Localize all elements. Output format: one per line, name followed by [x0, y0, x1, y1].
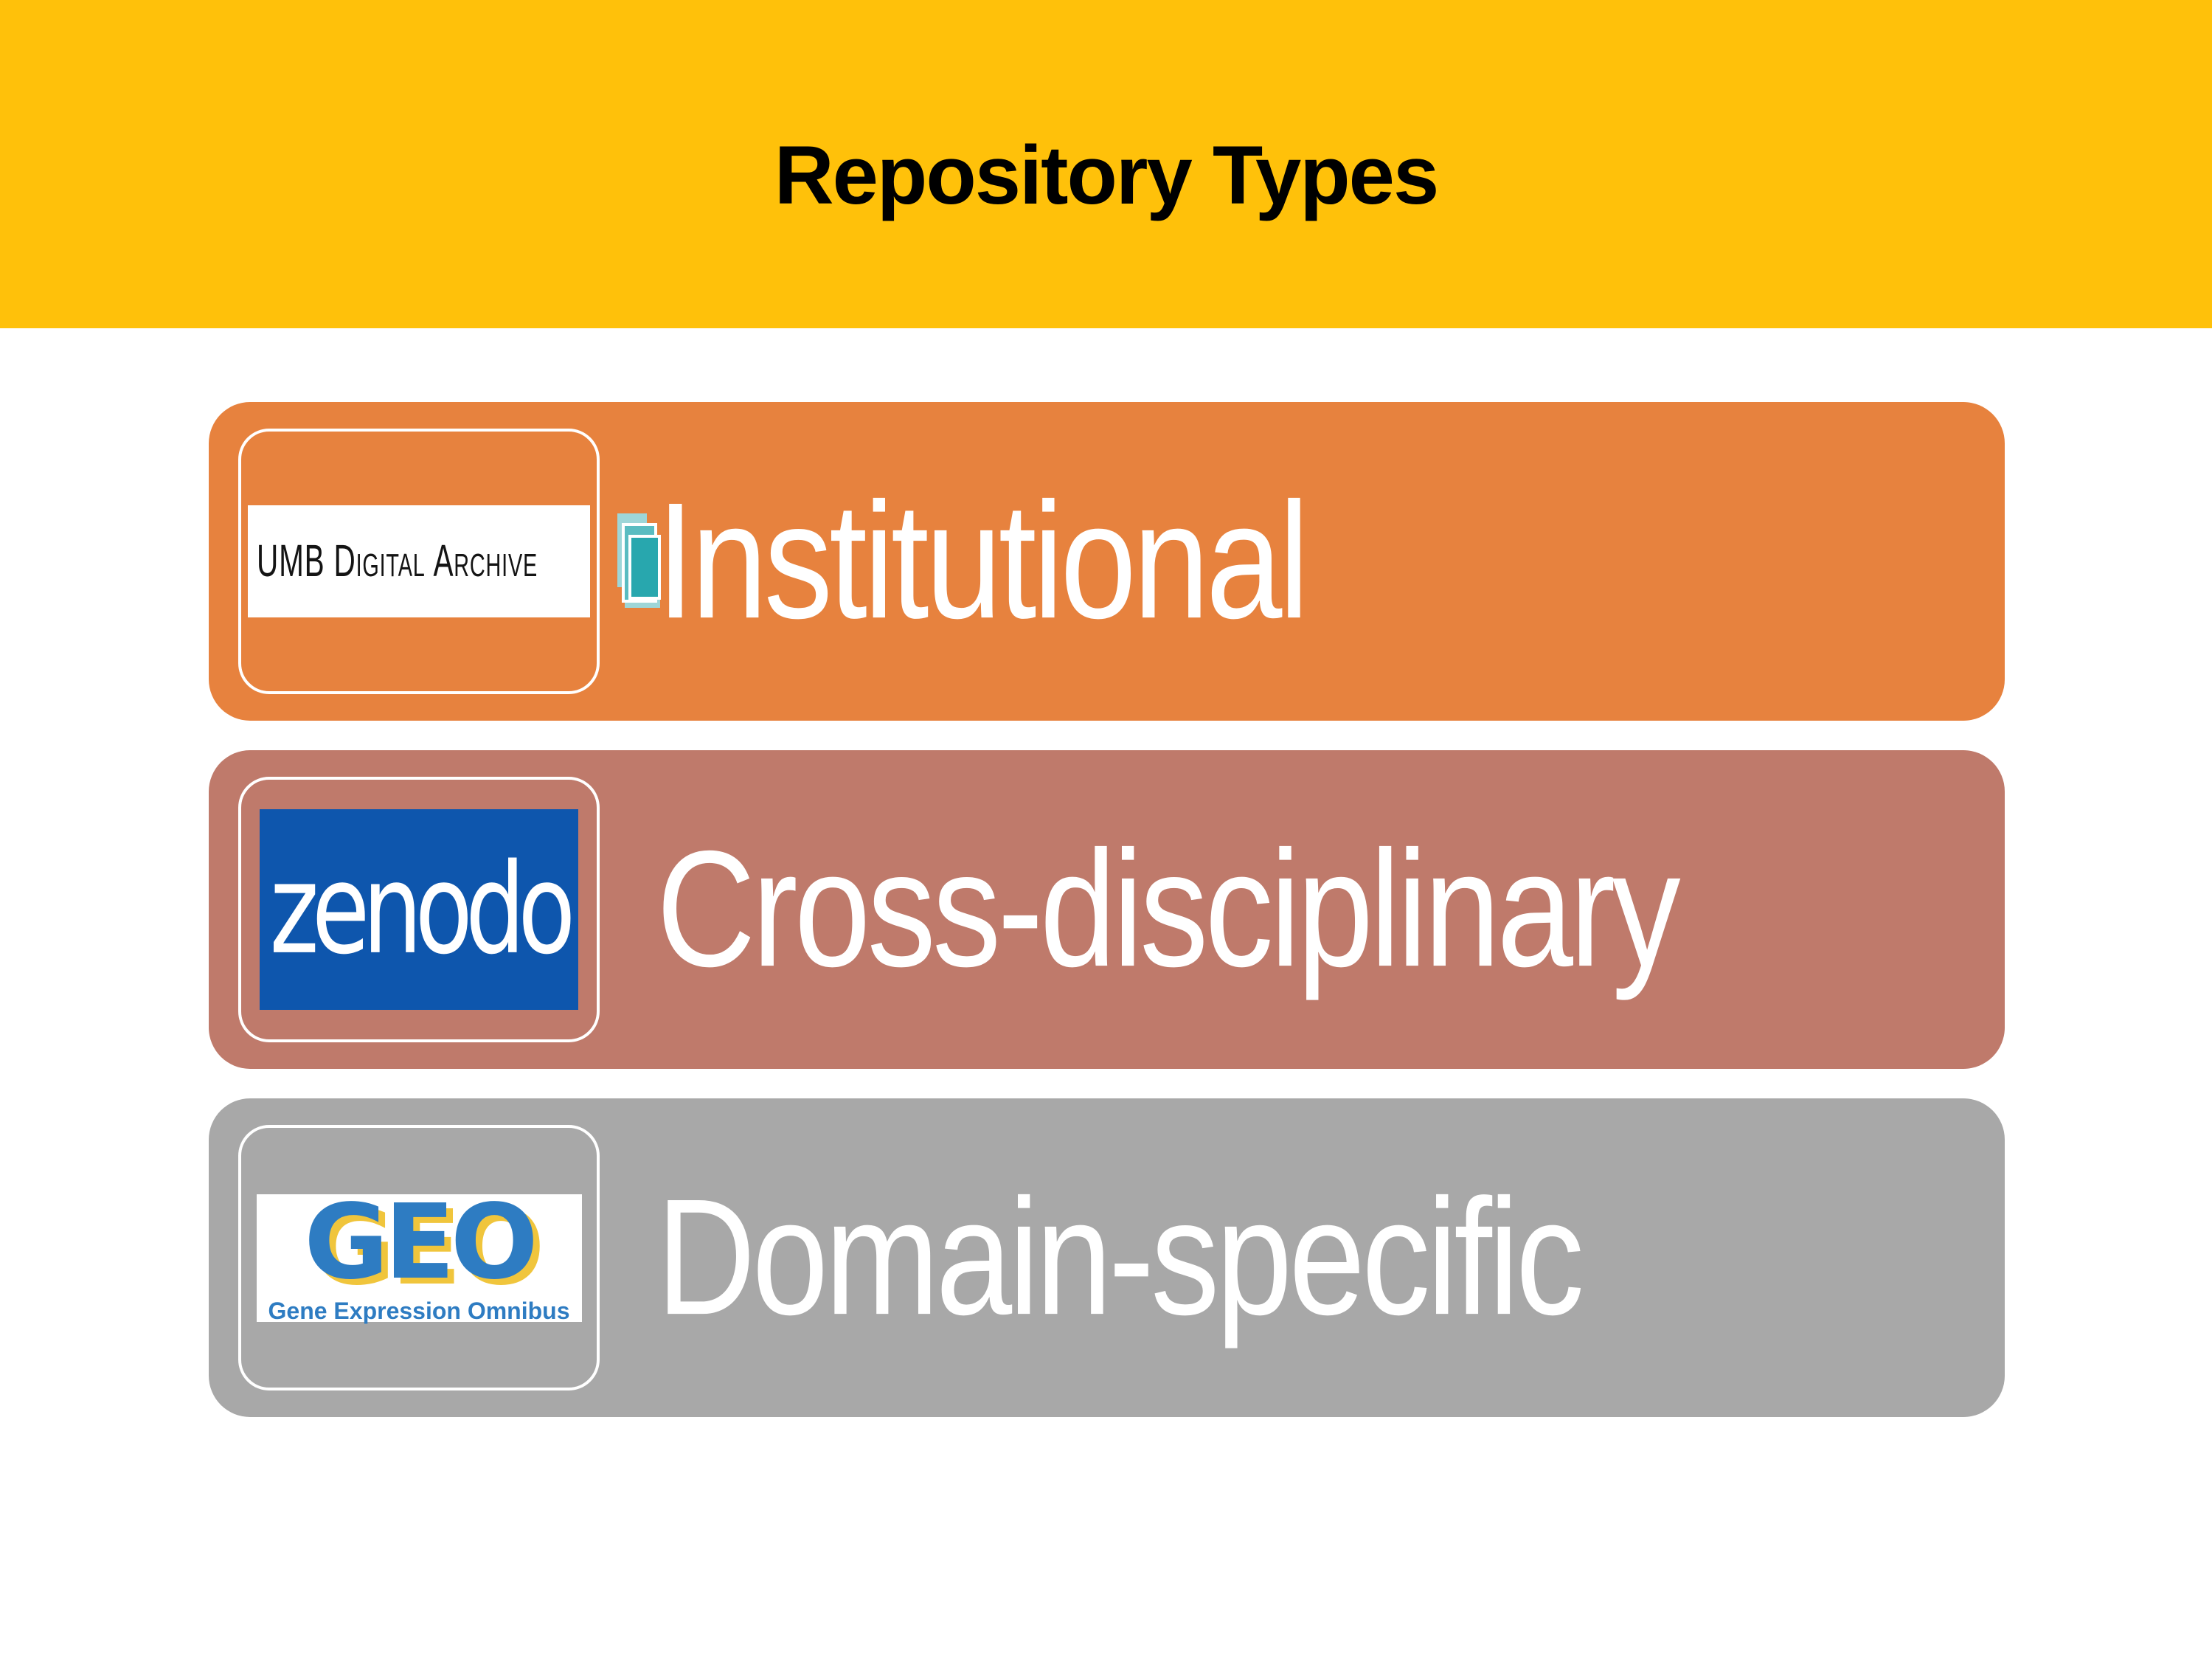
- umb-text-part1: UMB D: [257, 536, 356, 587]
- geo-acronym: GEO: [304, 1182, 538, 1303]
- umb-text-part4: RCHIVE: [454, 547, 538, 583]
- stacked-doc-front: [628, 535, 661, 600]
- logo-frame-cross-disciplinary: zenodo: [238, 777, 600, 1042]
- zenodo-wordmark: zenodo: [269, 837, 576, 983]
- geo-logo: GEO Gene Expression Omnibus: [256, 1182, 582, 1324]
- zenodo-logo: zenodo: [260, 809, 578, 1010]
- bar-label-cross-disciplinary: Cross-disciplinary: [656, 817, 1681, 1002]
- repo-bar-cross-disciplinary: zenodo Cross-disciplinary: [209, 750, 2005, 1069]
- geo-subtitle: Gene Expression Omnibus: [268, 1297, 570, 1324]
- page-title: Repository Types: [774, 129, 1439, 221]
- header-band: Repository Types: [0, 0, 2212, 328]
- repo-bar-domain-specific: GEO Gene Expression Omnibus Domain-speci…: [209, 1098, 2005, 1417]
- stacked-documents-icon: [617, 513, 661, 609]
- umb-text-part3: A: [433, 536, 454, 587]
- bar-label-institutional: Institutional: [656, 468, 1309, 654]
- bar-label-domain-specific: Domain-specific: [656, 1165, 1584, 1350]
- logo-frame-domain-specific: GEO Gene Expression Omnibus: [238, 1125, 600, 1390]
- umb-text-part2: IGITAL: [356, 547, 426, 583]
